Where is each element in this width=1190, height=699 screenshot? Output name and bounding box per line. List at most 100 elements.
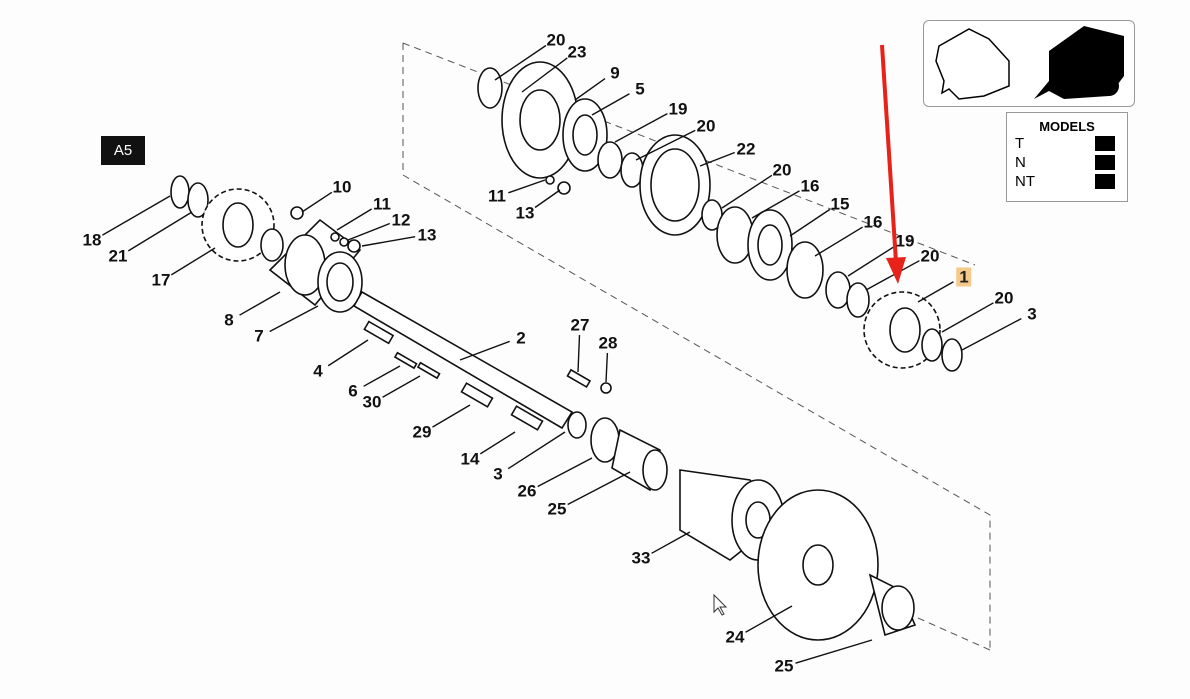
ring-20 [477,67,503,109]
leader-line [336,208,372,231]
sprocket-hub [222,202,254,248]
part-callout-3[interactable]: 3 [493,464,503,484]
leader-line [961,317,1022,351]
leader-line [721,174,773,209]
leader-line [795,639,873,664]
part-callout-3[interactable]: 3 [1027,304,1037,324]
model-label: N [1015,154,1026,171]
part-callout-10[interactable]: 10 [332,177,352,197]
part-callout-13[interactable]: 13 [417,225,437,245]
part-callout-19[interactable]: 19 [895,231,915,251]
models-legend: MODELS T N NT [1006,112,1128,202]
circlip-16b [786,241,824,299]
part-callout-11[interactable]: 11 [373,194,391,214]
leader-line [269,305,319,333]
model-label: NT [1015,173,1035,190]
part-callout-20[interactable]: 20 [546,30,566,50]
part-callout-29[interactable]: 29 [412,422,432,442]
part-callout-25[interactable]: 25 [547,499,567,519]
leader-line [605,352,609,383]
part-callout-1[interactable]: 1 [956,267,972,287]
bolt-27 [566,368,592,389]
part-callout-2[interactable]: 2 [516,328,526,348]
part-callout-12[interactable]: 12 [391,210,411,230]
part-callout-16[interactable]: 16 [863,212,883,232]
model-available-marker [1095,155,1115,170]
bolt-10 [290,206,304,220]
part-callout-20[interactable]: 20 [994,288,1014,308]
leader-line [382,375,421,398]
model-available-marker [1095,174,1115,189]
circlip-16 [716,206,754,264]
cursor-icon [713,593,728,616]
key-14 [510,405,544,431]
washer-left [260,228,284,262]
part-callout-6[interactable]: 6 [348,381,358,401]
leader-line [361,235,416,247]
model-thumbnails [923,20,1135,107]
part-callout-25[interactable]: 25 [774,656,794,676]
part-callout-13[interactable]: 13 [515,203,535,223]
part-callout-18[interactable]: 18 [82,230,102,250]
leader-line [170,247,216,276]
ring-20d [846,282,870,318]
part-callout-22[interactable]: 22 [736,139,756,159]
key-4 [363,320,395,345]
circlip-3 [567,411,587,439]
part-callout-4[interactable]: 4 [313,361,323,381]
part-callout-20[interactable]: 20 [772,160,792,180]
part-callout-27[interactable]: 27 [570,315,590,335]
leader-line [577,334,581,373]
baler-outline-icon [935,28,1010,100]
washer-28 [600,382,612,394]
leader-line [127,211,193,252]
part-callout-17[interactable]: 17 [151,270,171,290]
part-callout-7[interactable]: 7 [254,326,264,346]
leader-line [745,605,793,633]
leader-line [534,189,561,209]
part-callout-5[interactable]: 5 [635,79,645,99]
part-callout-24[interactable]: 24 [725,627,745,647]
model-row-nt: NT [1007,172,1127,191]
leader-line [917,281,954,303]
model-available-marker [1095,136,1115,151]
shaft-2 [352,290,574,430]
part-callout-14[interactable]: 14 [460,449,480,469]
model-row-n: N [1007,153,1127,172]
ring-20e [921,328,943,362]
models-title: MODELS [1039,119,1095,134]
part-callout-20[interactable]: 20 [696,116,716,136]
washer-21 [187,182,209,218]
leader-line [327,339,369,367]
part-callout-30[interactable]: 30 [362,392,382,412]
leader-line [102,195,171,236]
leader-line [347,222,391,241]
part-callout-19[interactable]: 19 [668,99,688,119]
part-callout-28[interactable]: 28 [598,333,618,353]
part-callout-8[interactable]: 8 [224,310,234,330]
leader-line [614,113,668,143]
leader-line [574,78,606,101]
part-callout-26[interactable]: 26 [517,481,537,501]
part-callout-20[interactable]: 20 [920,246,940,266]
leader-line [699,151,735,167]
leader-line [751,190,800,219]
pin-30 [416,361,441,380]
leader-line [814,226,864,257]
circlip-18 [170,175,190,209]
part-callout-9[interactable]: 9 [610,63,620,83]
leader-line [537,457,593,488]
section-tag: A5 [101,136,145,165]
part-callout-11[interactable]: 11 [488,186,506,206]
part-callout-33[interactable]: 33 [631,548,651,568]
key-29 [460,382,494,408]
part-callout-16[interactable]: 16 [800,176,820,196]
part-callout-23[interactable]: 23 [567,42,587,62]
leader-line [865,260,920,291]
part-callout-15[interactable]: 15 [830,194,850,214]
leader-line [847,245,896,277]
part-callout-21[interactable]: 21 [108,246,128,266]
model-row-t: T [1007,134,1127,153]
leader-line [635,129,696,161]
